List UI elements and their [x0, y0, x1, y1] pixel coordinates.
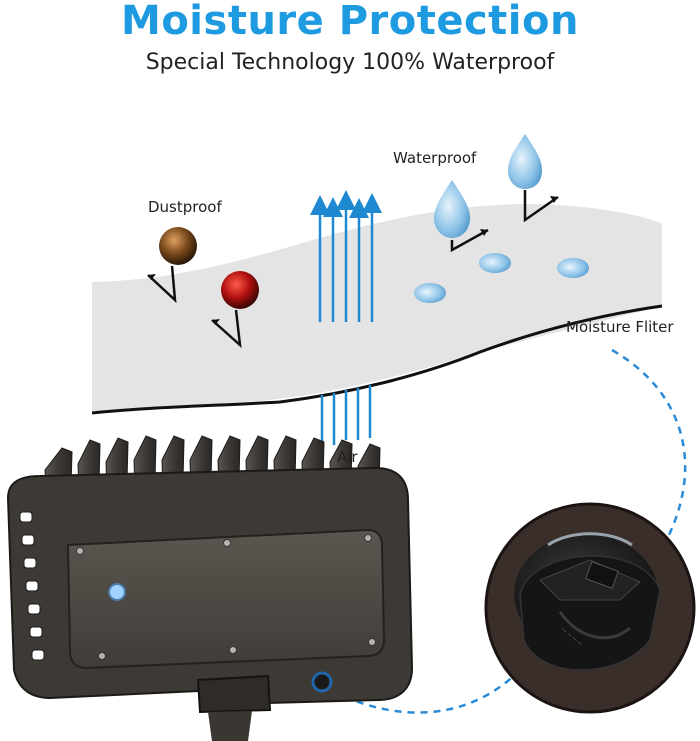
air-flow-arrows-bottom [320, 385, 372, 445]
water-bead-2 [479, 253, 511, 273]
water-drop-1 [434, 180, 489, 253]
vent-cap-closeup: ~~~~ [484, 502, 696, 714]
air-label: Air [337, 448, 358, 466]
water-bead-3 [557, 258, 589, 278]
water-bead-1 [414, 283, 446, 303]
dustproof-label: Dustproof [148, 198, 222, 216]
waterproof-label: Waterproof [393, 149, 477, 167]
dust-particle-red [211, 271, 259, 349]
membrane-bottom-edge [91, 304, 663, 415]
connector-arrow-upper [611, 348, 687, 553]
air-flow-arrows-top [310, 190, 382, 322]
page-title: Moisture Protection [121, 0, 579, 44]
flood-light-fixture [6, 435, 414, 741]
dust-particle-brown [147, 227, 197, 304]
water-drop-2 [508, 134, 559, 223]
page-subtitle: Special Technology 100% Waterproof [145, 50, 555, 75]
moisture-filter-membrane [92, 204, 662, 413]
moisture-filter-label: Moisture Fliter [566, 318, 674, 336]
